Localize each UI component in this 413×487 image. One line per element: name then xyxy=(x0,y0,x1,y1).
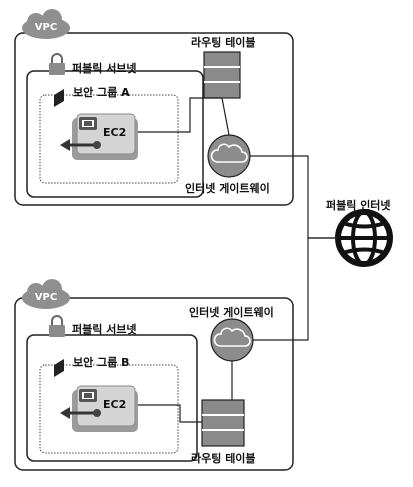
vpc-a-route-table-label: 라우팅 테이블 xyxy=(191,36,256,49)
vpc-a-ec2-to-route-line xyxy=(138,97,222,133)
public-internet-label: 퍼블릭 인터넷 xyxy=(326,199,391,212)
vpc-b-internet-gateway-label: 인터넷 게이트웨이 xyxy=(189,306,274,319)
vpc-a-route-to-gateway-line xyxy=(221,97,230,136)
vpc-a-internet-gateway-icon xyxy=(207,134,251,178)
vpc-a-security-group-box xyxy=(39,94,179,184)
vpc-b-ec2-label: EC2 xyxy=(103,398,127,411)
vpc-a-route-table-icon xyxy=(203,51,241,99)
vpc-a-internet-gateway-label: 인터넷 게이트웨이 xyxy=(185,182,270,195)
vpc-b-security-group-box xyxy=(39,364,179,454)
vpc-a-chip-icon xyxy=(79,117,97,130)
vpc-a-badge-label: VPC xyxy=(34,22,58,33)
vpc-b-boundary xyxy=(14,297,294,471)
vpc-b-internet-gateway-icon xyxy=(210,318,254,362)
vpc-b-public-subnet-label: 퍼블릭 서브넷 xyxy=(72,323,137,336)
public-internet-globe-icon xyxy=(335,209,393,267)
vpc-a-arrow-icon xyxy=(60,139,101,151)
vpc-b-route-table-label: 라우팅 테이블 xyxy=(191,452,256,465)
vpc-b-public-subnet-box xyxy=(26,334,198,462)
vpc-a-shield-icon xyxy=(54,89,64,107)
vpc-a-gateway-to-internet-line xyxy=(250,155,338,239)
vpc-b-badge-label: VPC xyxy=(34,292,58,303)
vpc-b-lock-icon xyxy=(49,315,65,337)
vpc-a-lock-icon xyxy=(49,53,65,75)
vpc-a-cloud-badge-icon xyxy=(22,9,70,39)
vpc-b-shield-icon xyxy=(54,359,64,377)
vpc-a-public-subnet-box xyxy=(26,70,204,198)
vpc-b-cloud-badge-icon xyxy=(22,279,70,309)
vpc-b-arrow-icon xyxy=(60,407,101,419)
vpc-b-chip-icon xyxy=(79,389,97,402)
vpc-a-public-subnet-label: 퍼블릭 서브넷 xyxy=(72,62,137,75)
vpc-b-gateway-to-internet-line xyxy=(253,237,338,341)
vpc-b-route-table-icon xyxy=(201,399,245,447)
vpc-b-ec2-to-route-line xyxy=(138,404,202,423)
vpc-b-security-group-label: 보안 그룹 B xyxy=(73,356,130,369)
vpc-a-boundary xyxy=(14,32,294,206)
vpc-a-ec2-label: EC2 xyxy=(103,126,127,139)
vpc-a-security-group-label: 보안 그룹 A xyxy=(73,86,130,99)
